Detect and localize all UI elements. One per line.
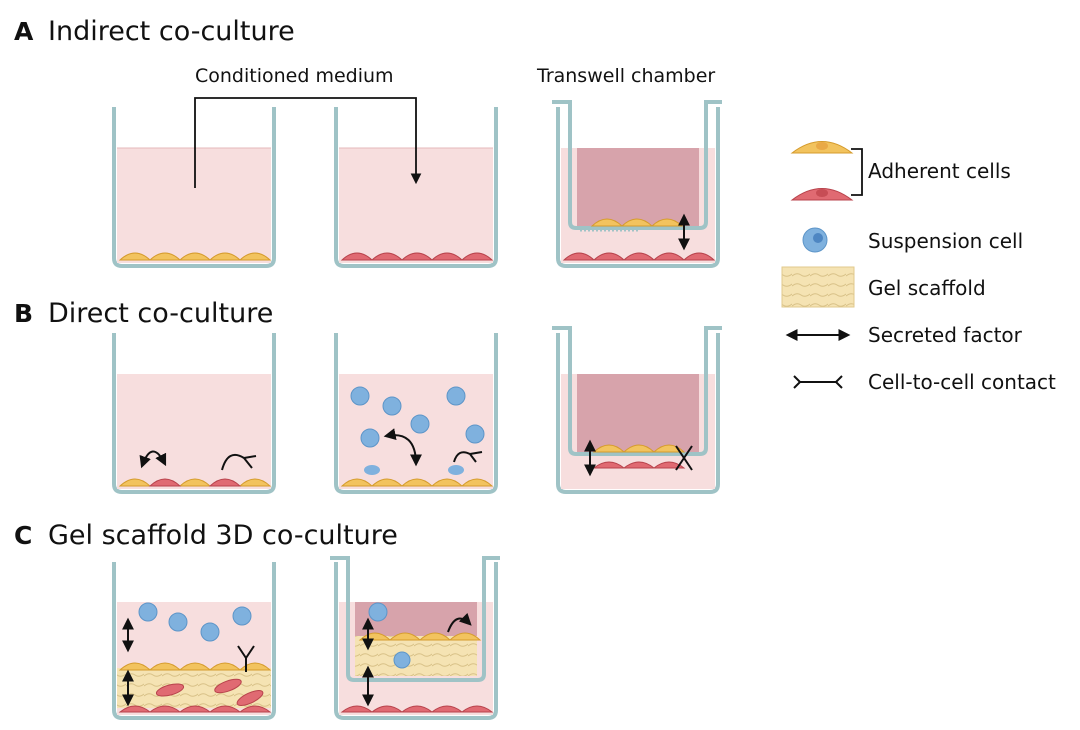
legend: Adherent cells Suspension cell Gel scaff… [781,141,1056,394]
svg-text:Adherent cells: Adherent cells [868,159,1011,183]
svg-text:Direct co-culture: Direct co-culture [48,298,273,329]
secreted-factor-arrow [383,428,422,467]
cell-contact-symbol [453,451,483,463]
red-cell-layer [340,252,494,261]
svg-text:Gel scaffold 3D co-culture: Gel scaffold 3D co-culture [48,520,398,551]
yellow-cell-layer [118,252,272,261]
legend-suspension-cell: Suspension cell [802,227,1023,253]
transwell-chamber-label: Transwell chamber [536,65,715,87]
svg-text:Gel scaffold: Gel scaffold [868,276,986,300]
svg-text:B: B [14,299,33,328]
cell-contact-symbol [675,445,693,471]
svg-text:Cell-to-cell contact: Cell-to-cell contact [868,370,1056,394]
cell-contact-symbol [221,454,257,471]
well-b3-transwell [552,326,722,494]
section-c-title: C Gel scaffold 3D co-culture [14,520,398,551]
svg-text:A: A [14,17,34,46]
legend-adherent-cells: Adherent cells [790,141,1011,201]
svg-text:C: C [14,521,32,550]
well-c2-transwell [330,556,500,720]
svg-text:Suspension cell: Suspension cell [868,229,1023,253]
legend-secreted-factor: Secreted factor [785,323,1023,347]
section-a-title: A Indirect co-culture [14,16,295,47]
conditioned-medium-arrow [194,97,422,188]
conditioned-medium-label: Conditioned medium [195,65,394,87]
well-b2 [334,333,498,494]
legend-gel-scaffold: Gel scaffold [781,266,986,308]
svg-text:Indirect co-culture: Indirect co-culture [48,16,295,47]
legend-cell-contact: Cell-to-cell contact [793,370,1056,394]
svg-text:Secreted factor: Secreted factor [868,323,1023,347]
secreted-factor-arrow [139,450,167,469]
section-b-title: B Direct co-culture [14,298,273,329]
well-b1 [112,333,276,494]
secreted-factor-arrow [447,612,472,633]
well-a1 [112,107,276,268]
well-c1 [112,562,276,720]
well-a3-transwell [552,100,722,268]
suspension-cells [350,386,485,448]
cell-contact-symbol [237,645,255,672]
transwell-insert [552,100,722,230]
